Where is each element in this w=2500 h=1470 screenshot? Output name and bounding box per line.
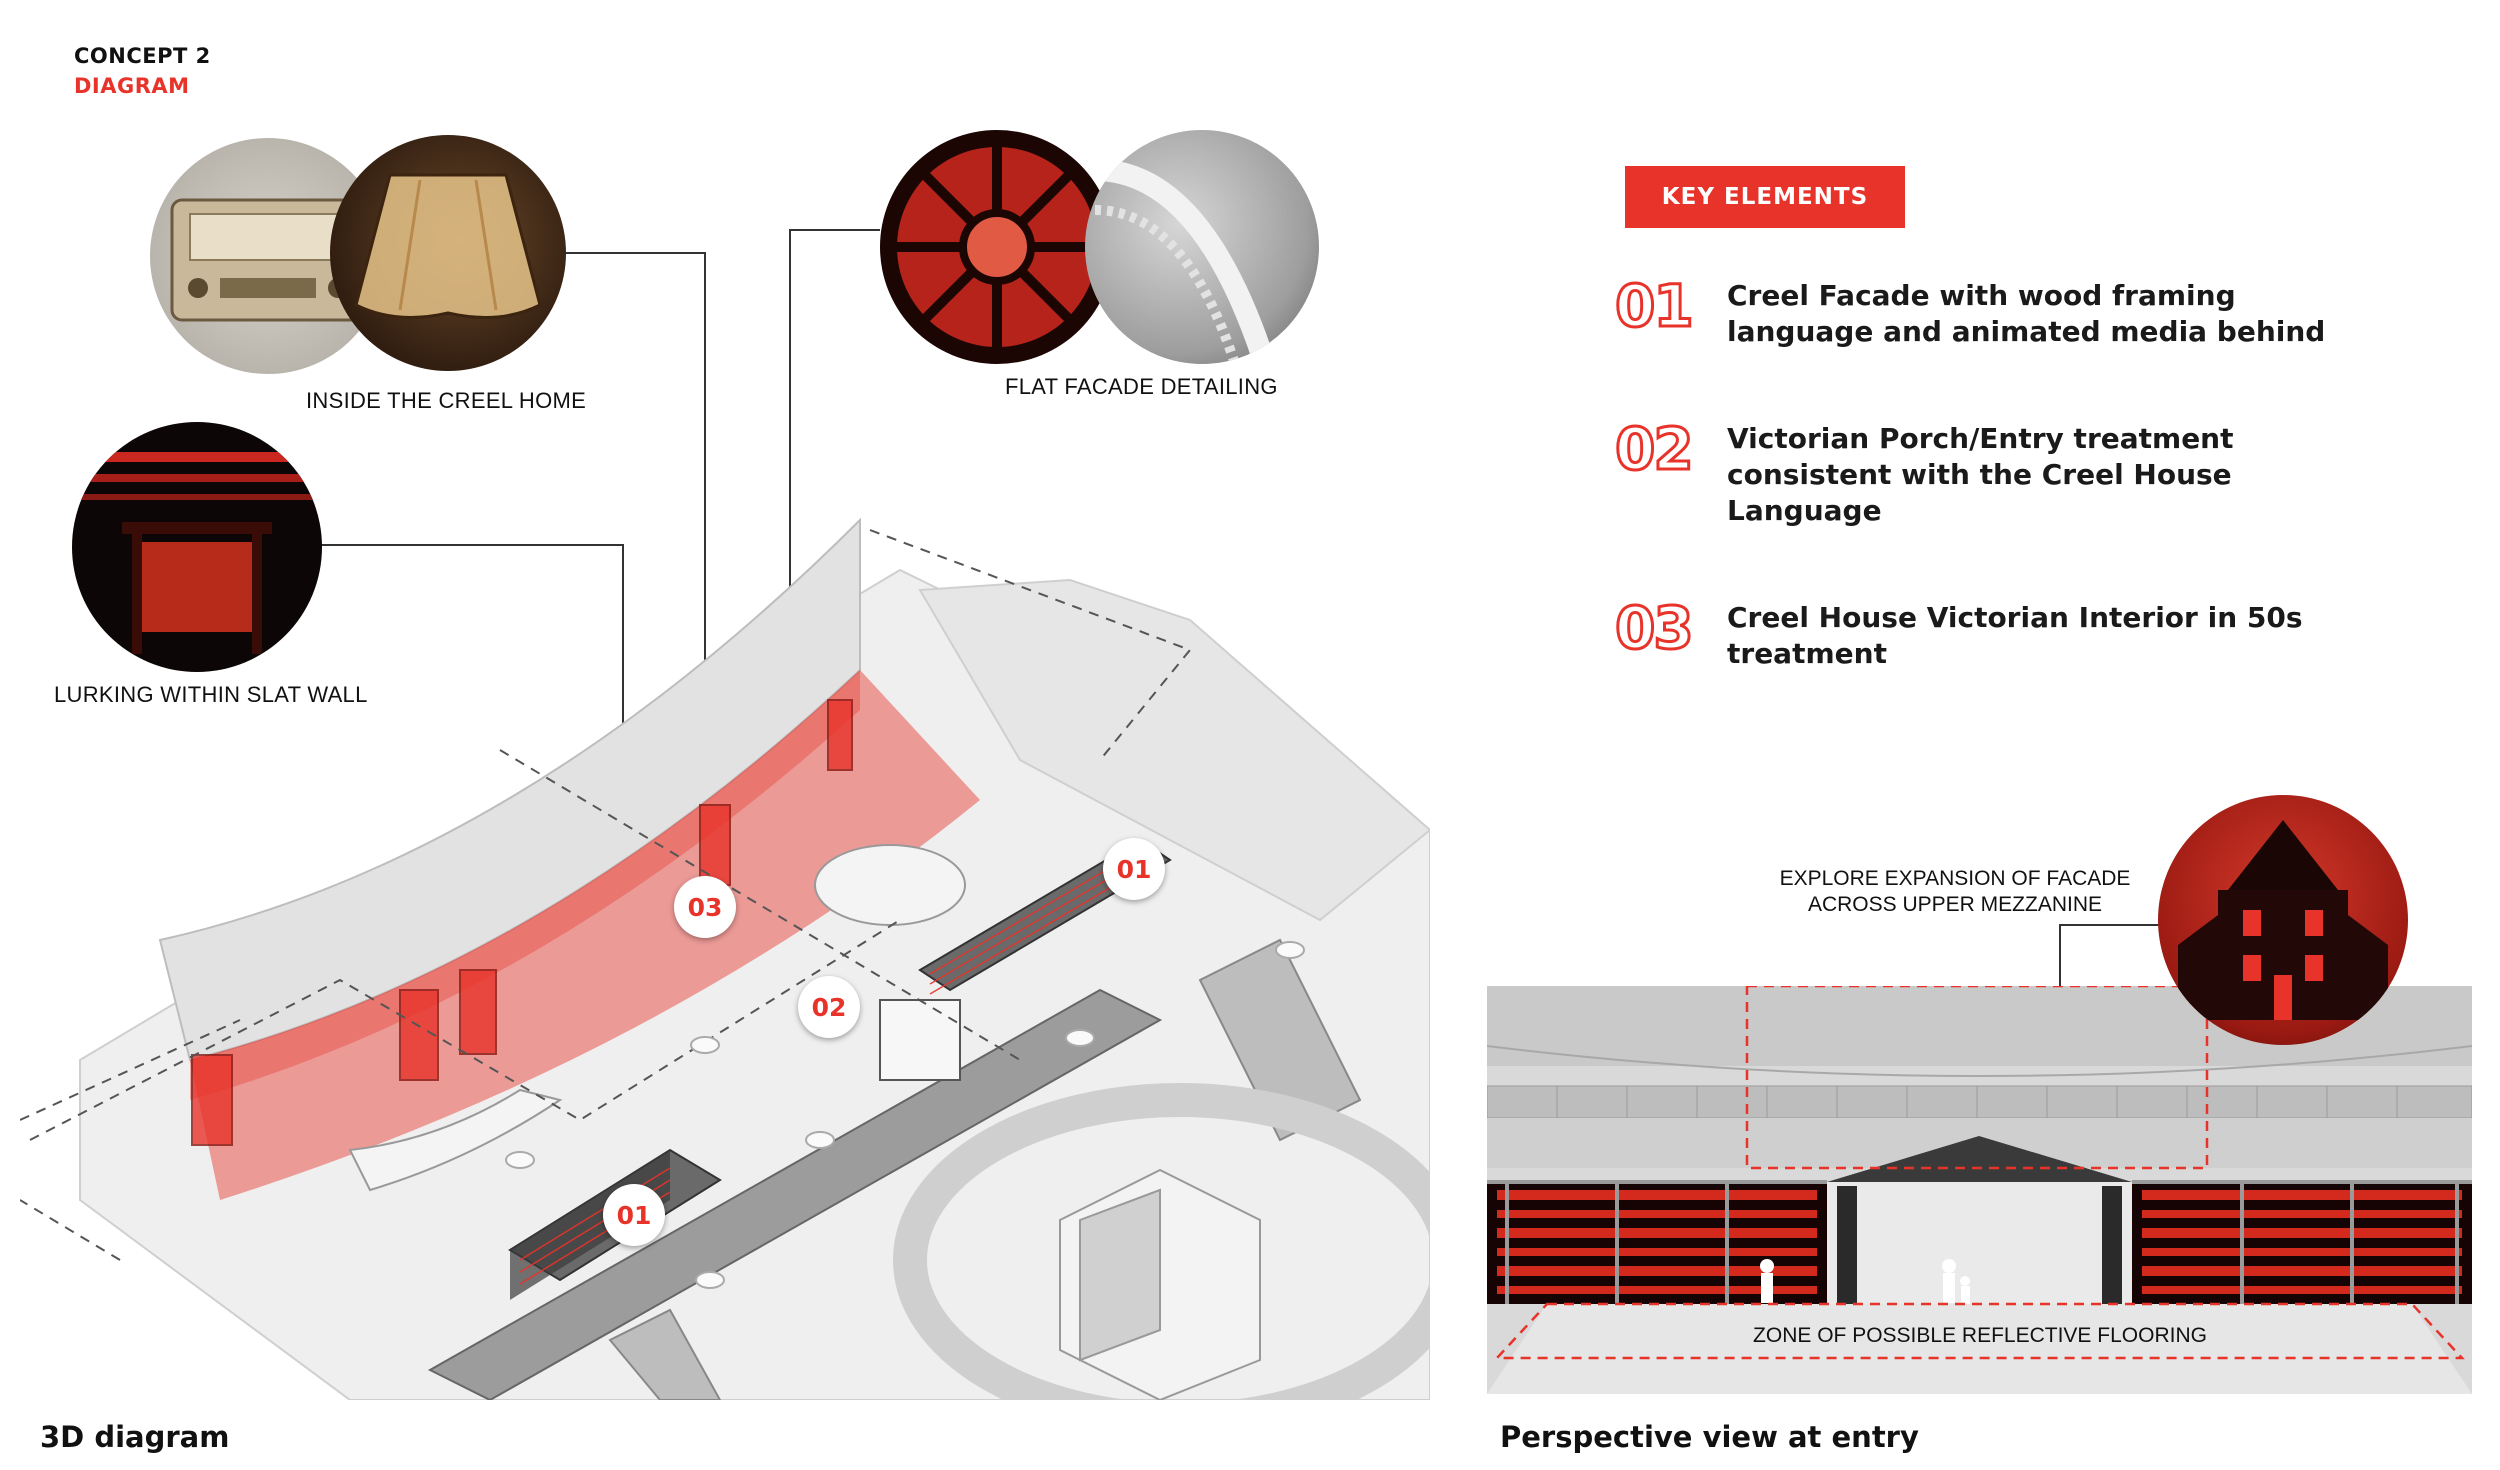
key-elements-badge: KEY ELEMENTS: [1625, 166, 1905, 228]
label-perspective-view: Perspective view at entry: [1500, 1420, 1919, 1454]
concept-title: CONCEPT 2: [74, 44, 211, 68]
diagram-badge-03: 03: [674, 876, 736, 938]
perspective-render: [1487, 986, 2472, 1394]
mansion-photo: [2158, 795, 2408, 1045]
victorian-house-icon: [2178, 820, 2388, 1020]
caption-explore-expansion: EXPLORE EXPANSION OF FACADE ACROSS UPPER…: [1745, 866, 2165, 918]
caption-slat-wall: LURKING WITHIN SLAT WALL: [54, 682, 368, 707]
slat-wall-icon: [72, 452, 322, 654]
key-number-01: 01: [1614, 271, 1696, 342]
diagram-badge-01-lower: 01: [603, 1184, 665, 1246]
key-text-02: Victorian Porch/Entry treatment consiste…: [1727, 422, 2234, 527]
caption-creel-home: INSIDE THE CREEL HOME: [306, 388, 587, 413]
lamp-photo: [330, 135, 566, 371]
key-text-01: Creel Facade with wood framing language …: [1727, 279, 2326, 348]
diagram-subtitle: DIAGRAM: [74, 74, 190, 98]
ornament-photo: [1085, 130, 1319, 364]
caption-reflective-flooring: ZONE OF POSSIBLE REFLECTIVE FLOORING: [1753, 1324, 2207, 1347]
isometric-diagram: [20, 517, 1430, 1400]
stained-glass-photo: [880, 130, 1114, 364]
slat-wall-photo: [72, 422, 322, 672]
diagram-badge-02: 02: [798, 976, 860, 1038]
caption-explore-line1: EXPLORE EXPANSION OF FACADE: [1779, 867, 2131, 890]
leader-creel-home: [560, 252, 706, 840]
caption-flat-facade: FLAT FACADE DETAILING: [1005, 374, 1278, 399]
rose-window-icon: [897, 147, 1097, 347]
label-3d-diagram: 3D diagram: [40, 1420, 230, 1454]
ornament-icon: [1094, 159, 1276, 364]
key-text-03: Creel House Victorian Interior in 50s tr…: [1727, 601, 2303, 670]
key-number-02: 02: [1614, 414, 1696, 485]
key-number-03: 03: [1614, 593, 1696, 664]
radio-photo: [150, 138, 386, 374]
diagram-badge-01-upper: 01: [1103, 838, 1165, 900]
lamp-icon: [354, 173, 542, 319]
caption-explore-line2: ACROSS UPPER MEZZANINE: [1807, 893, 2103, 916]
